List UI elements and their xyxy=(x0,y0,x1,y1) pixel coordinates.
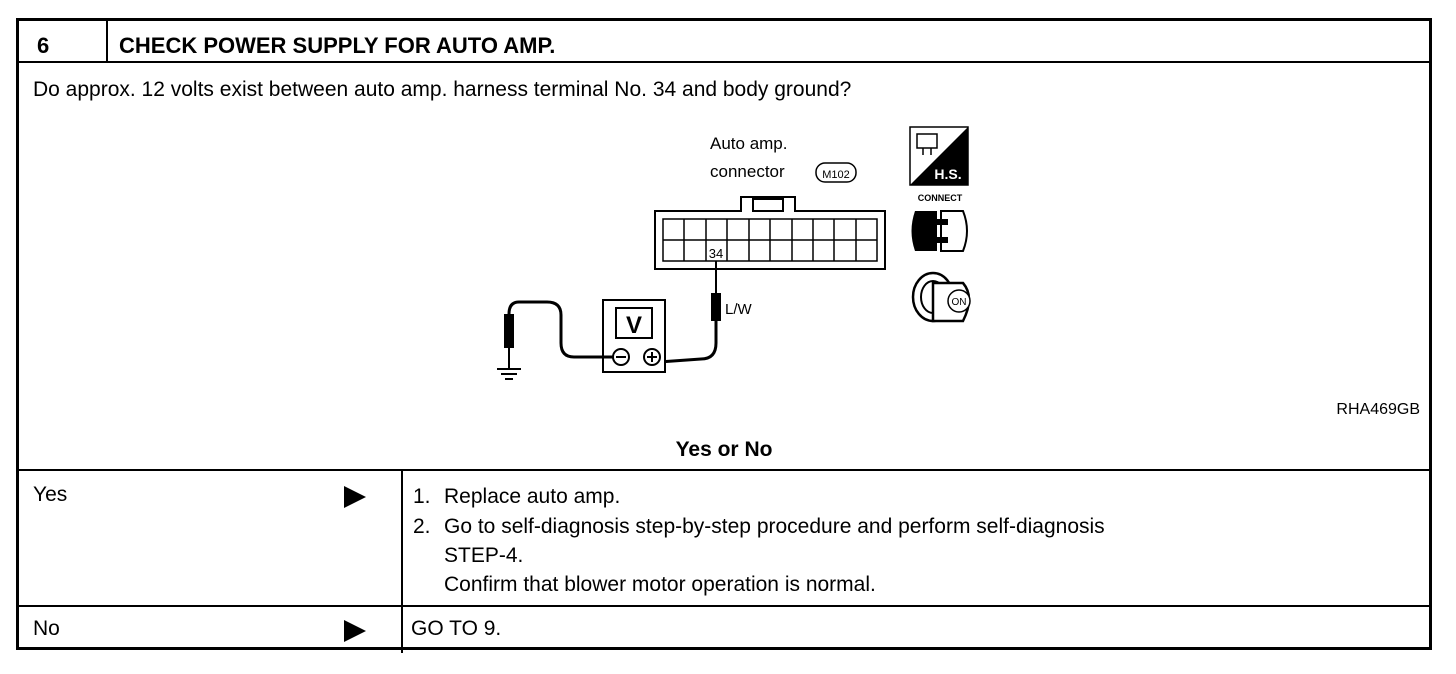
figure-id: RHA469GB xyxy=(1336,401,1420,418)
connect-icon xyxy=(911,210,968,252)
no-action: GO TO 9. xyxy=(411,617,502,640)
connector-code-badge xyxy=(815,162,857,183)
voltmeter-symbol: V xyxy=(626,312,642,339)
ground-symbol xyxy=(497,368,521,380)
yes-step-1-number: 1. xyxy=(413,485,431,508)
question-text: Do approx. 12 volts exist between auto a… xyxy=(33,78,852,101)
connect-label: CONNECT xyxy=(918,193,963,203)
hs-label: H.S. xyxy=(934,166,961,182)
yes-step-2-line-1: Go to self-diagnosis step-by-step proced… xyxy=(444,515,1105,538)
row-rule xyxy=(19,605,1429,607)
yes-step-2-line-3: Confirm that blower motor operation is n… xyxy=(444,573,876,596)
key-on-label: ON xyxy=(952,297,967,308)
yes-step-2-number: 2. xyxy=(413,515,431,538)
yes-step-2-line-2: STEP-4. xyxy=(444,544,524,567)
voltmeter-display xyxy=(615,307,653,339)
connector-label-line1: Auto amp. xyxy=(710,134,788,153)
header-divider xyxy=(106,21,108,61)
terminal-number: 34 xyxy=(709,246,723,261)
header-rule xyxy=(19,61,1429,63)
connector-label-line2: connector xyxy=(710,162,785,181)
result-divider xyxy=(401,469,403,653)
decision-title: Yes or No xyxy=(675,438,773,461)
yes-answer: Yes xyxy=(33,483,68,506)
negative-lead xyxy=(507,300,613,359)
procedure-table: 6 CHECK POWER SUPPLY FOR AUTO AMP. Do ap… xyxy=(16,18,1432,653)
negative-probe xyxy=(504,314,514,348)
yes-step-1-text: Replace auto amp. xyxy=(444,485,621,508)
connector-body xyxy=(654,196,886,270)
positive-lead xyxy=(658,321,718,364)
harness-side-icon: H.S. xyxy=(909,126,969,186)
ignition-key-icon xyxy=(911,271,971,323)
decision-rule xyxy=(19,469,1429,471)
no-answer: No xyxy=(33,617,60,640)
positive-probe xyxy=(711,293,721,321)
yes-arrow-icon xyxy=(344,486,366,508)
step-number: 6 xyxy=(37,33,50,58)
connector-code: M102 xyxy=(822,169,850,181)
wire-color-label: L/W xyxy=(725,301,753,318)
no-arrow-icon xyxy=(344,620,366,642)
step-title: CHECK POWER SUPPLY FOR AUTO AMP. xyxy=(119,33,556,58)
wiring-figure: Auto amp. connector M102 34 L/W xyxy=(497,126,1420,418)
